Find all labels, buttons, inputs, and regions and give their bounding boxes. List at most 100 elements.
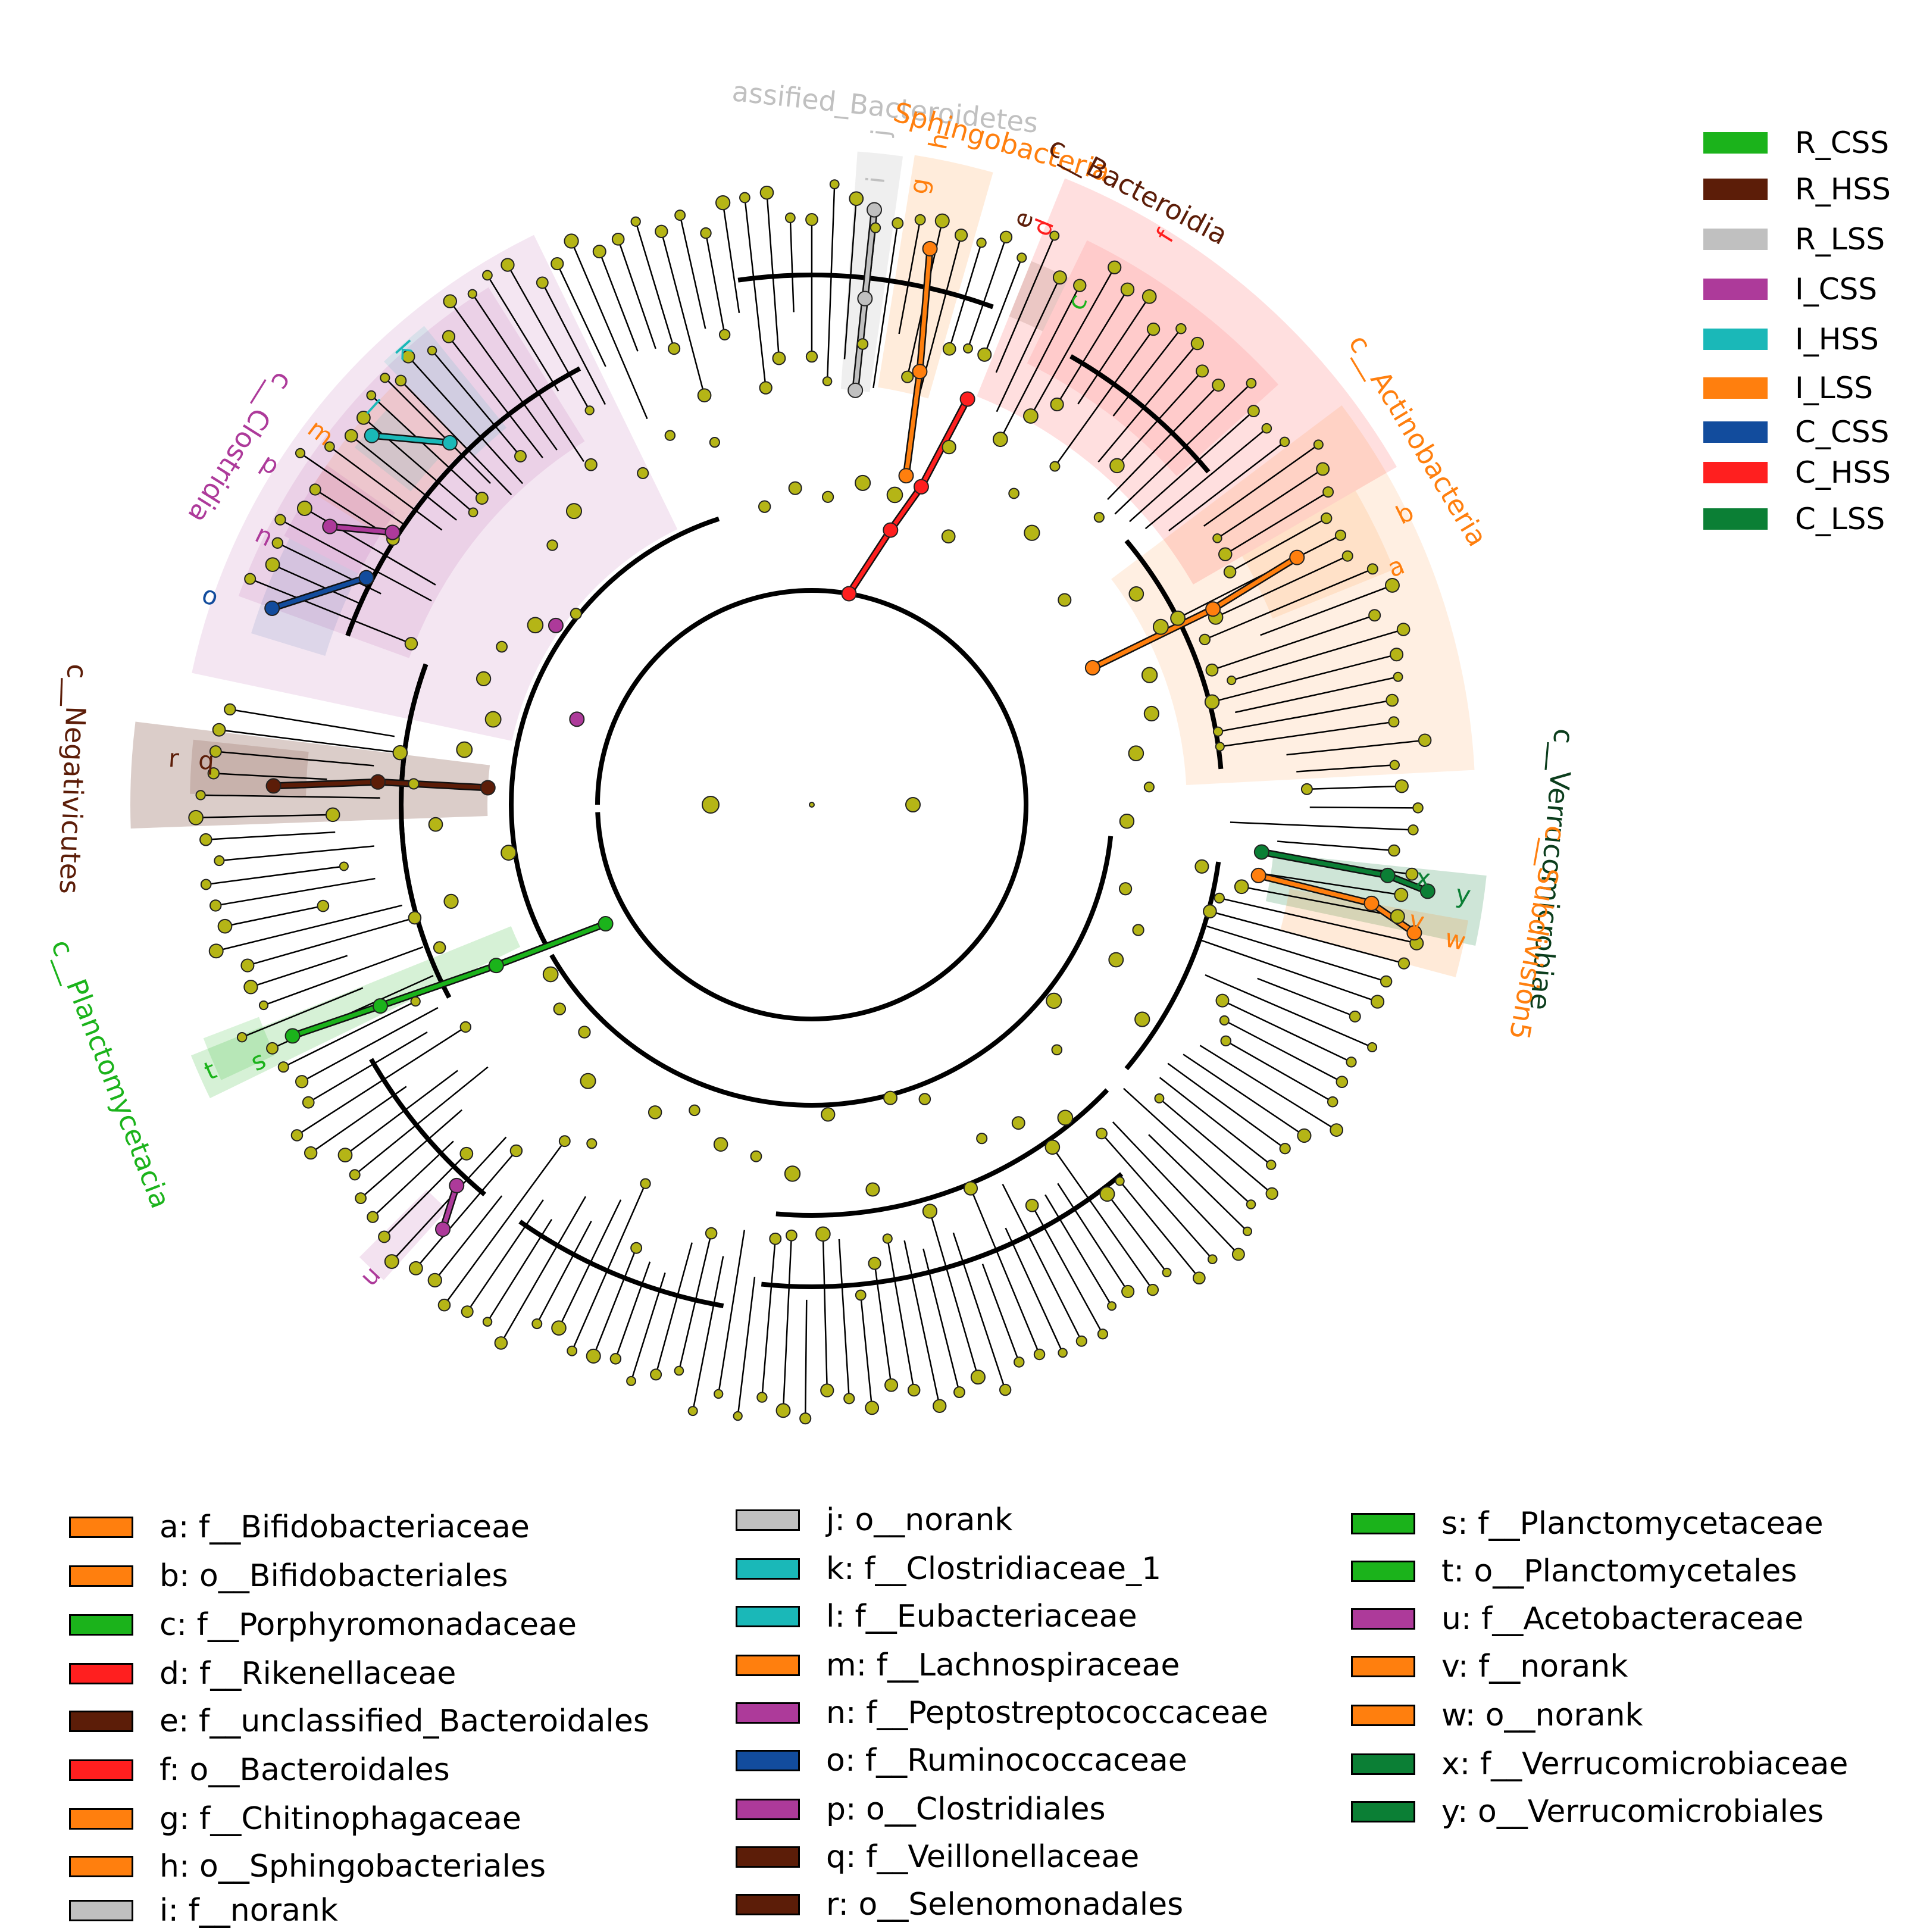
tree-leaf-node xyxy=(954,229,968,242)
tree-branch xyxy=(1119,1180,1200,1278)
tree-branch xyxy=(354,1066,489,1176)
tree-branch xyxy=(1219,897,1417,944)
tree-internal-node xyxy=(1203,904,1217,919)
tree-leaf-node xyxy=(1370,995,1385,1009)
tree-internal-node xyxy=(1108,952,1124,968)
tree-leaf-node xyxy=(1389,759,1400,770)
tree-internal-node xyxy=(785,1229,798,1242)
tree-leaf-node xyxy=(207,767,220,780)
tree-branch xyxy=(599,251,639,352)
tree-branch xyxy=(443,1140,565,1306)
tree-leaf-node xyxy=(1418,733,1432,748)
tree-internal-node xyxy=(339,861,349,871)
tree-leaf-node xyxy=(1297,1128,1312,1143)
tree-internal-node xyxy=(1099,1186,1115,1202)
biomarker-branch xyxy=(371,433,451,445)
tree-branch xyxy=(360,1109,462,1199)
clade-swatch xyxy=(69,1856,133,1877)
tree-internal-node xyxy=(1215,742,1225,752)
clade-letter-label: x xyxy=(1414,862,1433,893)
tree-leaf-node xyxy=(224,703,236,716)
clade-legend-label: k: f__Clostridiaceae_1 xyxy=(826,1551,1162,1587)
tree-branch xyxy=(1114,382,1252,515)
tree-branch xyxy=(384,377,491,484)
biomarker-node xyxy=(959,391,975,407)
tree-leaf-node xyxy=(1141,289,1157,304)
tree-leaf-node xyxy=(1334,529,1347,541)
tree-leaf-node xyxy=(914,214,926,226)
biomarker-node xyxy=(1084,659,1100,676)
tree-leaf-node xyxy=(208,943,224,959)
biomarker-node xyxy=(265,778,282,794)
tree-branch xyxy=(542,282,606,405)
tree-leaf-node xyxy=(295,1075,309,1089)
clade-legend-label: e: f__unclassified_Bacteroidales xyxy=(160,1703,649,1739)
tree-leaf-node xyxy=(775,1403,791,1418)
biomarker-node xyxy=(284,1028,301,1044)
tree-leaf-node xyxy=(209,745,222,758)
tree-leaf-node xyxy=(199,833,212,846)
tree-arc xyxy=(399,663,429,946)
tree-leaf-node xyxy=(243,980,258,995)
tree-branch xyxy=(1123,1087,1252,1205)
tree-branch xyxy=(471,293,584,462)
tree-branch xyxy=(872,223,899,389)
tree-branch xyxy=(308,1031,428,1103)
tree-leaf-node xyxy=(609,1353,622,1365)
tree-branch xyxy=(995,235,1055,373)
tree-leaf-node xyxy=(1120,282,1135,297)
tree-branch xyxy=(1167,1062,1286,1149)
group-swatch xyxy=(1703,421,1768,443)
clade-legend-item: j: o__norank xyxy=(736,1502,1012,1538)
tree-internal-node xyxy=(709,437,720,448)
biomarker-branch xyxy=(495,921,606,968)
tree-branch xyxy=(506,264,590,411)
tree-leaf-node xyxy=(188,809,204,826)
group-legend-item: R_CSS xyxy=(1703,125,1889,161)
planctomycetales-sector xyxy=(203,1017,276,1080)
tree-leaf-node xyxy=(843,1393,855,1405)
tree-branch xyxy=(370,395,483,499)
tree-leaf-node xyxy=(1380,975,1393,988)
tree-leaf-node xyxy=(759,185,774,200)
tree-branch xyxy=(1206,925,1387,983)
tree-internal-node xyxy=(584,458,598,471)
tree-branch xyxy=(242,987,364,1038)
tree-branch xyxy=(952,1232,1006,1390)
clade-legend-item: w: o__norank xyxy=(1351,1697,1643,1733)
node-layer xyxy=(188,179,1436,1425)
biomarker-node xyxy=(912,364,928,380)
tree-leaf-node xyxy=(1265,1187,1278,1201)
biomarker-branch xyxy=(889,485,923,532)
tree-branch xyxy=(1107,384,1219,500)
tree-internal-node xyxy=(1057,1109,1074,1126)
tree-leaf-node xyxy=(1121,1284,1135,1299)
clade-legend-item: t: o__Planctomycetales xyxy=(1351,1553,1797,1589)
tree-leaf-node xyxy=(378,1230,391,1243)
clade-swatch xyxy=(69,1900,133,1921)
tree-branch xyxy=(999,285,1081,440)
tree-internal-node xyxy=(963,1181,978,1196)
tree-internal-node xyxy=(514,450,527,462)
tree-branch xyxy=(415,1150,517,1269)
tree-leaf-node xyxy=(733,1411,743,1421)
clade-swatch xyxy=(69,1759,133,1781)
tree-branch xyxy=(984,257,1022,355)
tree-internal-node xyxy=(1011,1116,1025,1130)
tree-branch xyxy=(996,277,1061,412)
clade-swatch xyxy=(69,1711,133,1732)
tree-layer xyxy=(196,184,1430,1419)
tree-branch xyxy=(301,1006,439,1083)
clade-swatch xyxy=(736,1799,800,1820)
group-legend-label: R_HSS xyxy=(1795,172,1891,207)
bacteroidetes-unclass-sector xyxy=(840,151,903,392)
tree-branch xyxy=(1054,329,1155,467)
tree-internal-node xyxy=(586,1138,598,1149)
tree-leaf-node xyxy=(266,1042,279,1055)
tree-leaf-node xyxy=(586,1348,601,1364)
tree-arc xyxy=(775,1088,1109,1218)
tree-leaf-node xyxy=(1261,423,1272,434)
group-legend-label: C_CSS xyxy=(1795,415,1890,449)
tree-internal-node xyxy=(918,1093,931,1105)
tree-internal-node xyxy=(404,637,418,651)
